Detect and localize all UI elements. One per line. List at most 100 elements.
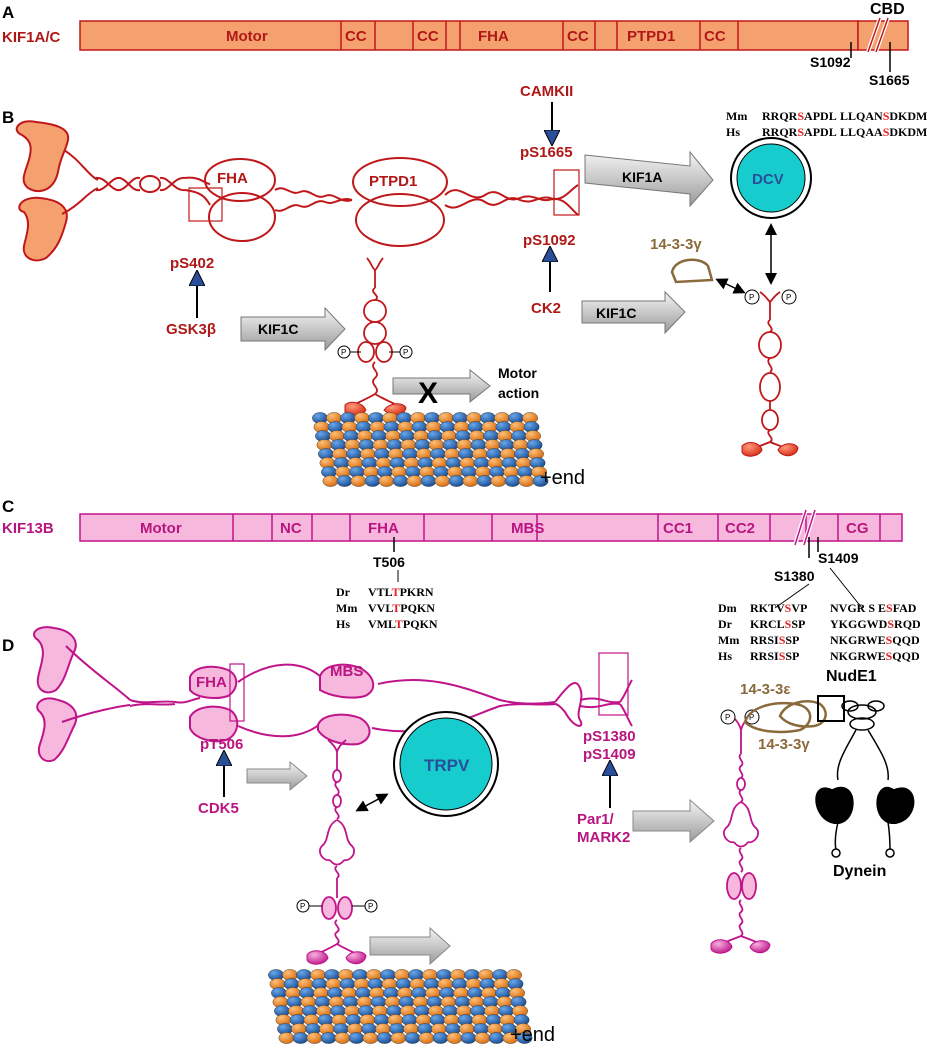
d-cdk5-label: CDK5 [198,800,239,817]
kif13-site-t506: T506 [373,554,405,570]
b-ps1665-label: pS1665 [520,144,573,161]
kif1-domain-cc1: CC [345,28,367,45]
svg-text:TRPV: TRPV [424,756,470,775]
svg-text:Dr: Dr [718,617,733,631]
svg-text:VTLTPKRN: VTLTPKRN [368,585,434,599]
d-mark2-label: MARK2 [577,829,630,846]
d-ps1380-label: pS1380 [583,728,636,745]
svg-text:P: P [725,713,730,722]
kif1-domain-fha: FHA [478,28,509,45]
b-ps1092-label: pS1092 [523,232,576,249]
b-cargo-phospho-right: P [781,289,797,305]
svg-text:YKGGWDSRQD: YKGGWDSRQD [830,617,921,631]
kif1-seq-hs: Hs RRQRSAPDL LLQAASDKDM [726,125,927,139]
kif13-domain-cc2: CC2 [725,520,755,537]
b-gsk3b-label: GSK3β [166,321,216,338]
d-motility-arrow [369,926,451,966]
svg-text:RRQRSAPDL: RRQRSAPDL [762,109,837,123]
svg-text:P: P [749,293,754,302]
panel-label-d: D [2,636,14,655]
b-motor-action-arrow [392,368,491,404]
kif13-domain-cg: CG [846,520,869,537]
svg-text:RRSISSP: RRSISSP [750,633,799,647]
b-ps402-label: pS402 [170,255,214,272]
svg-text:VMLTPQKN: VMLTPQKN [368,617,438,631]
b-14-3-3-label: 14-3-3γ [650,236,702,253]
kif13-t506-alignment: Dr VTLTPKRN Mm VVLTPQKN Hs VMLTPQKN [336,585,438,631]
b-phospho-right: P [399,345,413,359]
d-nude1-label: NudE1 [826,668,877,685]
b-kif1c-molecule-bound [351,257,399,407]
b-cargo-phospho-left: P [744,289,760,305]
d-trpv-vesicle: TRPV [393,711,499,817]
d-pt506-label: pT506 [200,736,243,753]
kif13-s1380-s1409-alignment: Dm RKTVSVP NVGR S ESFAD Dr KRCLSSP YKGGW… [718,601,921,663]
kif1-domain-cc4: CC [704,28,726,45]
panel-label-b: B [2,108,14,127]
b-microtubule [312,412,549,487]
d-plus-end-label: +end [510,1024,555,1046]
b-ptpd1-label: PTPD1 [369,173,417,190]
svg-text:P: P [786,293,791,302]
b-dcv-vesicle: DCV [730,137,812,219]
b-kif1c-arrow-1: KIF1C [240,306,346,352]
d-14-3-3-epsilon-label: 14-3-3ε [740,681,790,698]
d-par1-arrow [632,798,715,844]
b-motor-label: Motor [498,365,537,381]
kif13-domain-fha: FHA [368,520,399,537]
svg-text:P: P [749,713,754,722]
d-kif13-molecule-bound [313,739,361,957]
kif1-domain-cc3: CC [567,28,589,45]
panel-label-a: A [2,3,14,22]
svg-text:DCV: DCV [752,171,784,188]
svg-text:Mm: Mm [336,601,357,615]
kif1-name: KIF1A/C [2,29,61,46]
b-kif1c-arrow-2: KIF1C [581,290,686,335]
b-fha-label: FHA [217,170,248,187]
kif13-domain-mbs: MBS [511,520,544,537]
b-kif1c-molecule-cargo [749,291,791,451]
d-phospho-right: P [364,899,378,913]
d-dynein-label: Dynein [833,863,886,880]
kif1-domain-motor: Motor [226,28,268,45]
d-phospho-left: P [296,899,310,913]
svg-text:Hs: Hs [336,617,350,631]
svg-text:P: P [368,902,373,911]
d-mbs-label: MBS [330,663,363,680]
d-dynein-complex [815,700,915,858]
kif13-name: KIF13B [2,520,54,537]
svg-text:KRCLSSP: KRCLSSP [750,617,805,631]
b-plus-end-label: +end [540,467,585,489]
d-cdk5-arrow [246,760,308,792]
kif1-domain-cc2: CC [417,28,439,45]
b-x-block: X [418,377,438,410]
kif1-cbd-label: CBD [870,1,905,18]
kif13-domain-nc: NC [280,520,302,537]
kif13-site-s1409: S1409 [818,550,859,566]
d-fha-label: FHA [196,674,227,691]
svg-text:Mm: Mm [726,109,747,123]
kif13-domain-motor: Motor [140,520,182,537]
svg-text:KIF1C: KIF1C [596,305,636,321]
svg-text:Dr: Dr [336,585,351,599]
panel-label-c: C [2,497,14,516]
svg-text:Hs: Hs [718,649,732,663]
b-kif1a-arrow: KIF1A [584,150,714,208]
svg-text:LLQAASDKDM: LLQAASDKDM [840,125,927,139]
svg-text:LLQANSDKDM: LLQANSDKDM [840,109,927,123]
b-14-3-3-shape [670,258,714,284]
kif1-site-s1665: S1665 [869,72,910,88]
kif1-seq-mm: Mm RRQRSAPDL LLQANSDKDM [726,109,927,123]
d-14-3-3-epsilon-shape [743,701,812,734]
kif13-dimer-diagram [33,626,633,762]
kif1-domain-ptpd1: PTPD1 [627,28,675,45]
kif13-domain-bar [79,509,903,546]
svg-text:NVGR S ESFAD: NVGR S ESFAD [830,601,917,615]
svg-text:NKGRWESQQD: NKGRWESQQD [830,633,920,647]
svg-text:RRQRSAPDL: RRQRSAPDL [762,125,837,139]
d-14-3-3-gamma-shape [778,700,827,728]
d-ps1409-label: pS1409 [583,746,636,763]
b-ck2-label: CK2 [531,300,561,317]
svg-text:VVLTPQKN: VVLTPQKN [368,601,435,615]
